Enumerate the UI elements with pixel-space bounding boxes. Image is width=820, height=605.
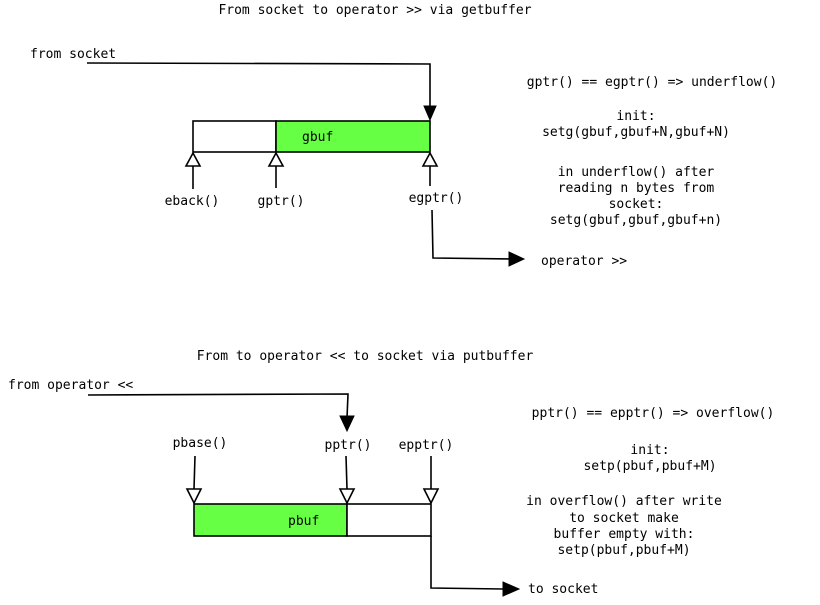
pptr-pointer-shaft (345, 455, 348, 490)
eback-label: eback() (165, 194, 220, 209)
put-condition: pptr() == epptr() => overflow() (532, 406, 775, 421)
put-dest-label: to socket (528, 582, 598, 597)
gptr-label: gptr() (258, 194, 305, 209)
get-input-line (86, 62, 431, 108)
epptr-label: epptr() (399, 438, 454, 453)
pbase-pointer-arrowhead (185, 488, 203, 505)
get-buffer-filled-region (275, 120, 431, 153)
get-condition: gptr() == egptr() => underflow() (527, 75, 777, 90)
get-input-arrowhead (423, 105, 437, 122)
put-init-heading: init: (630, 443, 669, 458)
get-output-line (431, 209, 511, 260)
pbase-pointer-shaft (193, 455, 196, 490)
gptr-pointer-arrowhead (267, 151, 285, 167)
get-buffer-empty-region (192, 120, 277, 153)
get-buffer-label: gbuf (302, 130, 333, 145)
eback-pointer-arrowhead (184, 151, 202, 167)
put-input-line (87, 393, 349, 419)
overflow-line-2: to socket make (569, 511, 679, 526)
put-section: From to operator << to socket via putbuf… (8, 349, 774, 597)
underflow-line-1: in underflow() after (558, 165, 715, 180)
get-section-title: From socket to operator >> via getbuffer (218, 3, 531, 18)
pptr-pointer-arrowhead (338, 488, 356, 505)
put-section-title: From to operator << to socket via putbuf… (197, 349, 534, 364)
get-init-call: setg(gbuf,gbuf+N,gbuf+N) (542, 125, 730, 140)
epptr-pointer-arrowhead (422, 488, 440, 505)
put-output-arrowhead (502, 581, 521, 597)
pptr-label: pptr() (325, 438, 372, 453)
put-init-call: setp(pbuf,pbuf+M) (583, 459, 716, 474)
get-source-label: from socket (30, 47, 116, 62)
get-dest-label: operator >> (541, 254, 627, 269)
get-init-heading: init: (616, 109, 655, 124)
put-output-line (430, 536, 504, 590)
pbase-label: pbase() (173, 436, 228, 451)
put-buffer-empty-region (346, 503, 432, 537)
underflow-line-4: setg(gbuf,gbuf,gbuf+n) (550, 213, 722, 228)
underflow-line-3: socket: (609, 197, 664, 212)
get-output-arrowhead (508, 251, 526, 267)
overflow-line-4: setp(pbuf,pbuf+M) (557, 543, 690, 558)
get-section: From socket to operator >> via getbuffer… (30, 3, 777, 269)
put-buffer-filled-region (193, 503, 348, 537)
overflow-line-3: buffer empty with: (554, 527, 695, 542)
put-source-label: from operator << (8, 378, 133, 393)
egptr-pointer-arrowhead (421, 151, 439, 167)
put-buffer-label: pbuf (288, 514, 319, 529)
underflow-line-2: reading n bytes from (558, 181, 715, 196)
egptr-label: egptr() (409, 191, 464, 206)
overflow-line-1: in overflow() after write (526, 494, 722, 509)
put-input-arrowhead (339, 415, 355, 433)
